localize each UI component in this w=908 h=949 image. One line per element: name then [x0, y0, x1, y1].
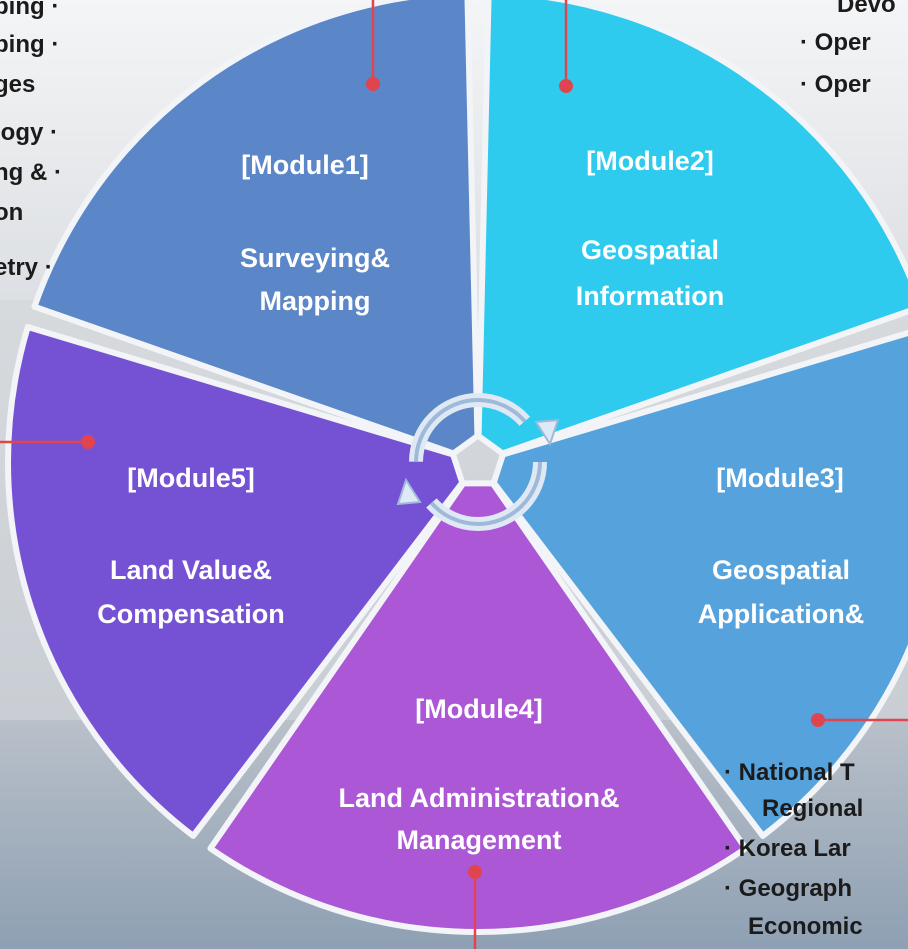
connector-dot — [468, 865, 482, 879]
cycle-arrow-icon — [396, 477, 422, 506]
left-top-line: on — [0, 199, 24, 226]
module4-title: [Module4] — [415, 694, 543, 724]
module3-segment — [490, 329, 908, 839]
bottom-right-line: · Geograph — [724, 875, 853, 902]
module2-title: [Module2] — [586, 146, 714, 176]
connector-dot — [366, 77, 380, 91]
bottom-right-line: · National T — [724, 759, 855, 786]
module4-segment — [207, 480, 749, 935]
module1-name-line: Mapping — [259, 286, 371, 316]
module2-name-line: Geospatial — [580, 235, 720, 265]
module3-name-line: Application& — [697, 599, 865, 629]
right-top-line: Devo — [837, 0, 896, 18]
connector-dot — [81, 435, 95, 449]
right-top-line: · Oper — [800, 71, 871, 98]
left-top-line: ping · — [0, 31, 60, 58]
left-top-line: ping · — [0, 0, 60, 20]
connector-dot — [559, 79, 573, 93]
left-top-line: ng & · — [0, 159, 62, 186]
module1-name-line: Surveying& — [239, 243, 391, 273]
left-top-line: etry · — [0, 254, 53, 281]
module5-name-line: Land Value& — [109, 555, 273, 585]
module4-name-line: Management — [396, 825, 562, 855]
module2-segment — [475, 0, 908, 457]
left-top-line: ges — [0, 71, 36, 98]
module5-title: [Module5] — [127, 463, 255, 493]
module4-name-line: Land Administration& — [338, 783, 620, 813]
cycle-arrow-icon — [534, 418, 560, 447]
bottom-right-line: Economic — [748, 913, 863, 940]
module5-name-line: Compensation — [97, 599, 285, 629]
connector-dot — [811, 713, 825, 727]
module1-segment — [31, 0, 481, 457]
module3-name-line: Geospatial — [711, 555, 851, 585]
left-top-line: logy · — [0, 119, 58, 146]
module5-segment — [5, 323, 466, 839]
module1-title: [Module1] — [241, 150, 369, 180]
bottom-right-line: Regional — [762, 795, 864, 822]
bottom-right-line: · Korea Lar — [724, 835, 851, 862]
module2-name-line: Information — [575, 281, 725, 311]
module3-title: [Module3] — [716, 463, 844, 493]
cycle-ring-inner — [414, 398, 542, 526]
right-top-line: · Oper — [800, 29, 871, 56]
